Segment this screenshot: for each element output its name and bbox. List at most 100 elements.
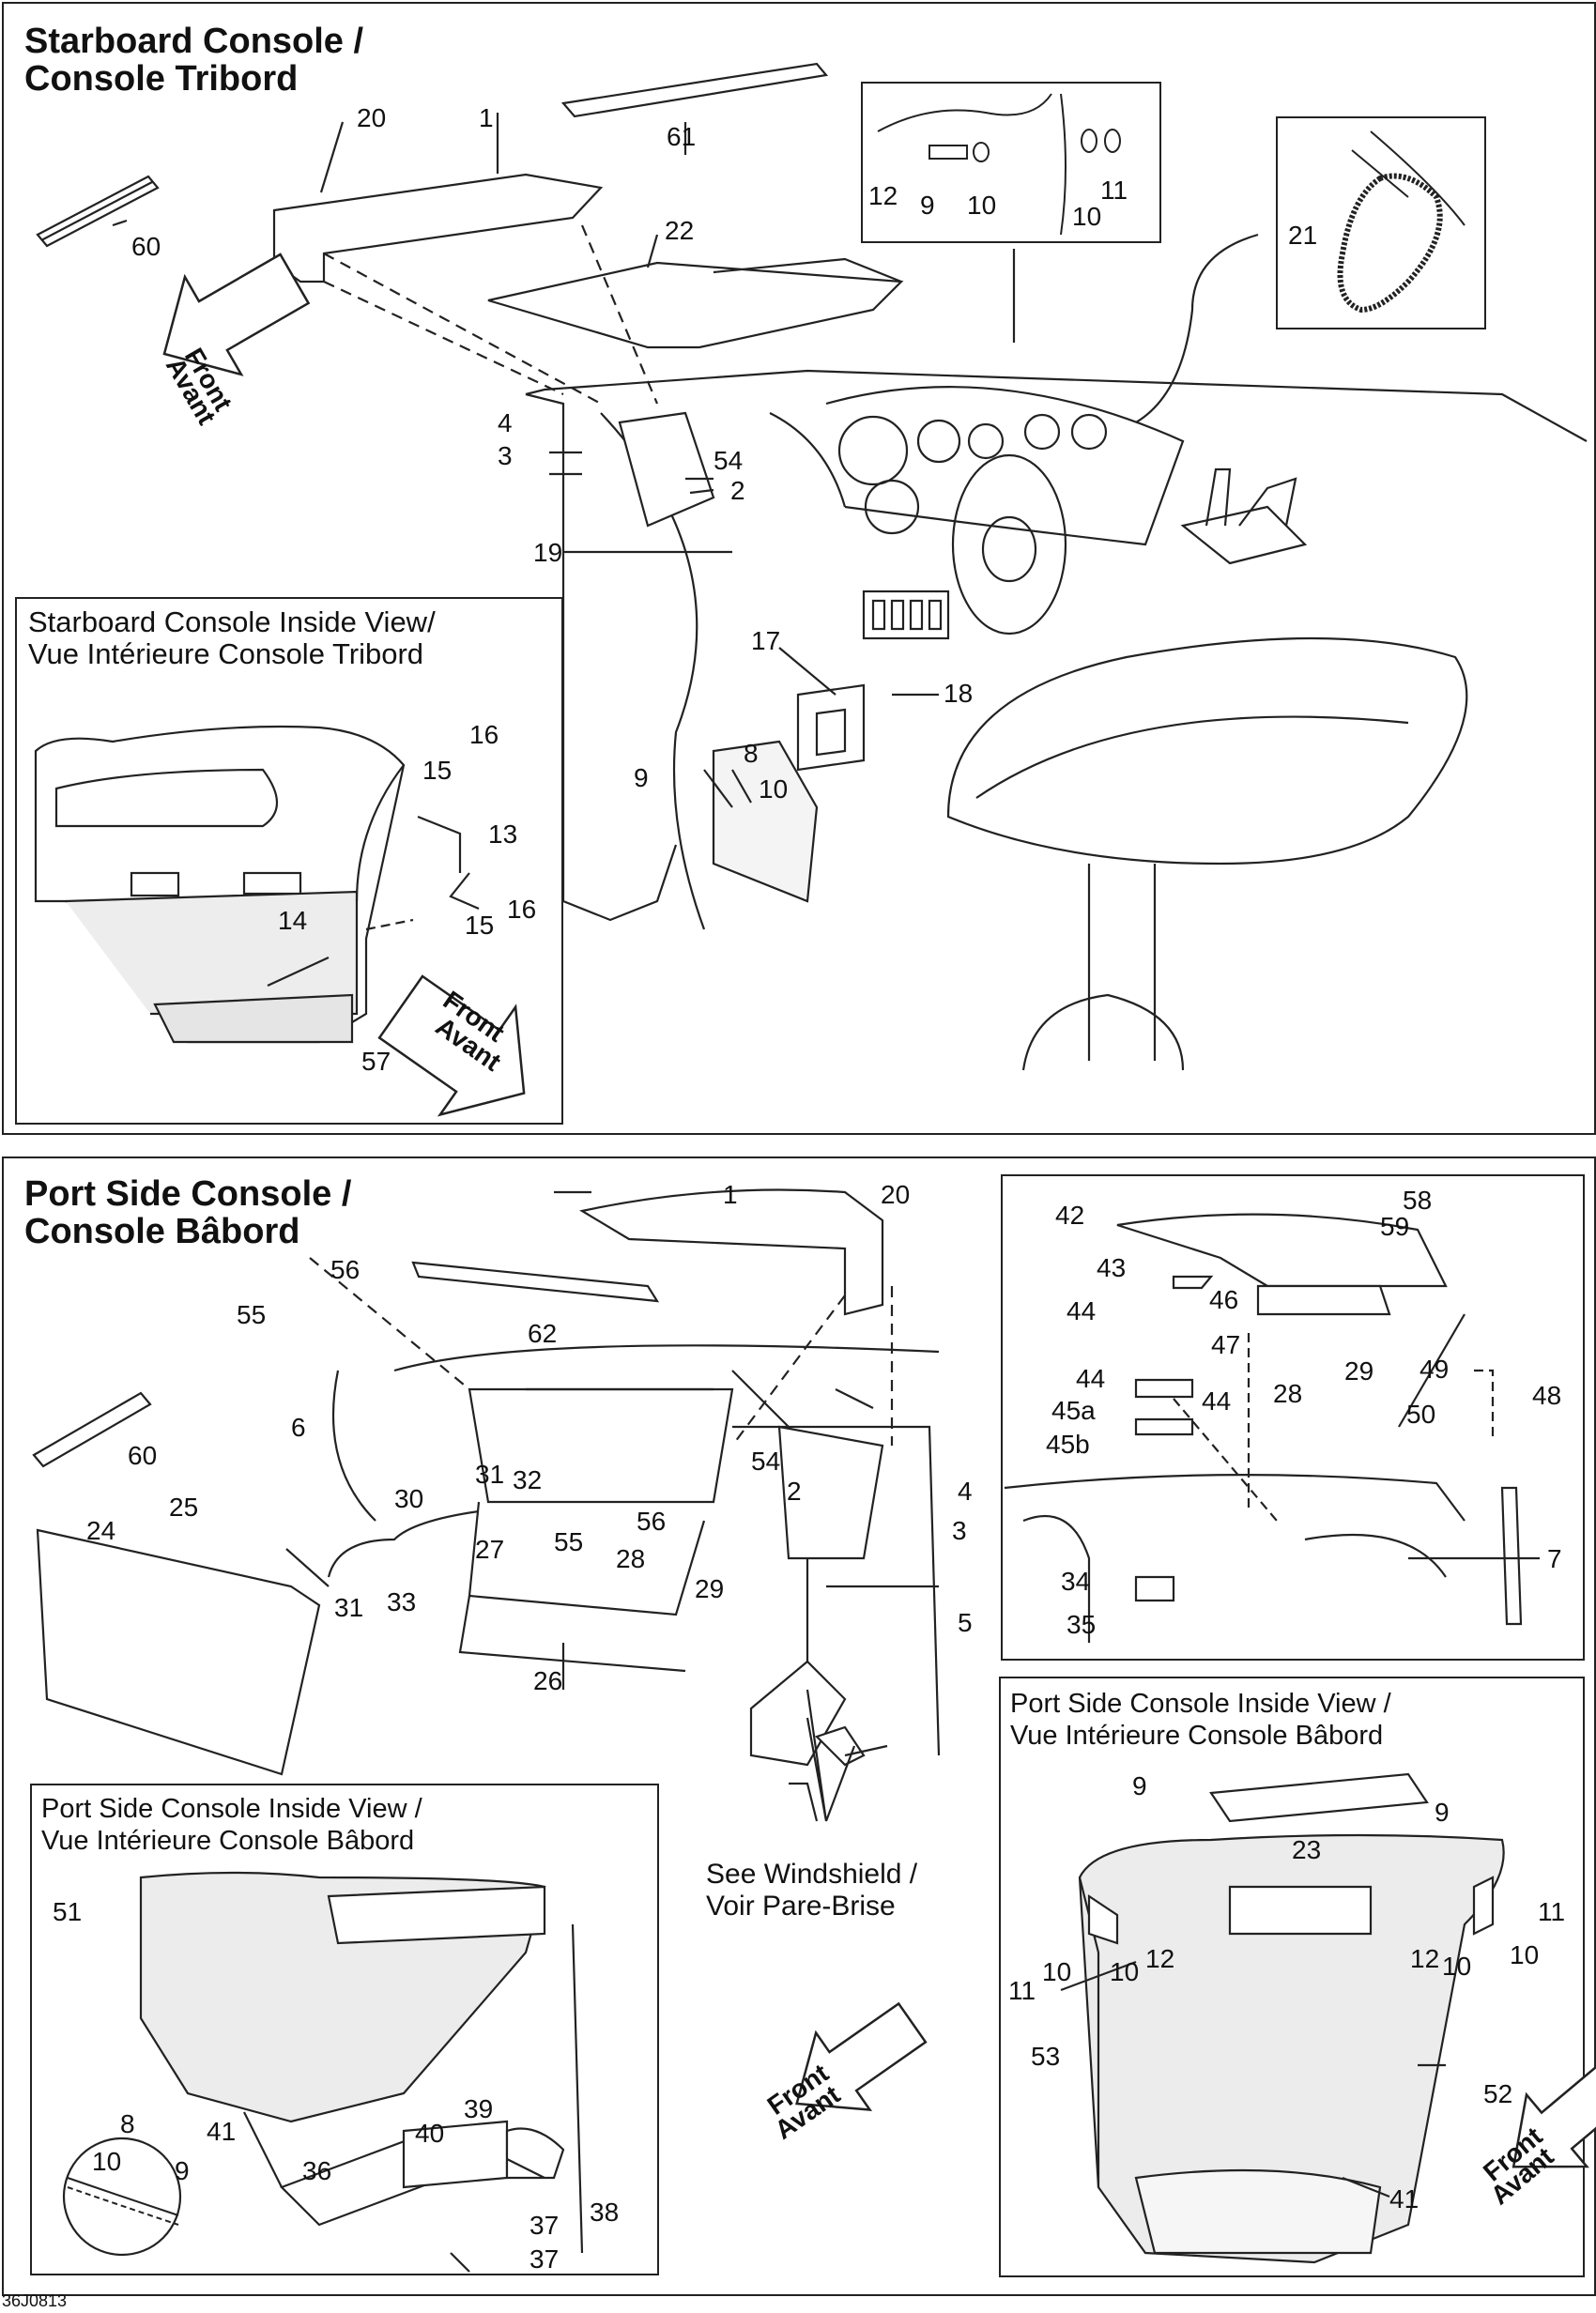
pcallout-23: 23	[1292, 1835, 1321, 1864]
pcallout-54: 54	[751, 1447, 780, 1476]
pcallout-12b: 12	[1410, 1944, 1439, 1973]
port-title-line2: Console Bâbord	[24, 1212, 300, 1251]
callout-1: 1	[479, 103, 494, 132]
pcallout-33: 33	[387, 1587, 416, 1616]
callout-18: 18	[944, 679, 973, 708]
callout-57: 57	[361, 1047, 391, 1076]
port-left-inside-view-subtitle: Vue Intérieure Console Bâbord	[41, 1826, 415, 1856]
pcallout-2: 2	[787, 1477, 802, 1506]
starboard-title-line2: Console Tribord	[24, 59, 299, 99]
callout-54: 54	[714, 446, 743, 475]
pcallout-42: 42	[1055, 1201, 1084, 1230]
starboard-callouts: 20 1 61 60 22 12 9 10 10 11 21 4 3 54 2 …	[131, 103, 1317, 1076]
windshield-note-line2: Voir Pare-Brise	[706, 1891, 896, 1922]
pcallout-49: 49	[1420, 1355, 1449, 1384]
windshield-note-line1: See Windshield /	[706, 1859, 918, 1890]
pcallout-35: 35	[1067, 1610, 1096, 1639]
callout-21: 21	[1288, 221, 1317, 250]
pcallout-44: 44	[1067, 1296, 1096, 1325]
pcallout-36: 36	[302, 2156, 331, 2185]
pcallout-56b: 56	[637, 1507, 666, 1536]
pcallout-43: 43	[1097, 1253, 1126, 1282]
front-arrow-port-right	[1512, 2056, 1596, 2168]
pcallout-28b: 28	[1273, 1379, 1302, 1408]
callout-12: 12	[868, 181, 898, 210]
pcallout-41: 41	[1389, 2184, 1419, 2213]
callout-13: 13	[488, 820, 517, 849]
pcallout-38: 38	[590, 2198, 619, 2227]
pcallout-46: 46	[1209, 1285, 1238, 1314]
port-title-line1: Port Side Console /	[24, 1174, 352, 1214]
port-right-inside-view-subtitle: Vue Intérieure Console Bâbord	[1010, 1721, 1384, 1751]
port-left-inside-view-title: Port Side Console Inside View /	[41, 1794, 422, 1824]
pcallout-37b: 37	[529, 2244, 559, 2274]
pcallout-24: 24	[86, 1516, 115, 1545]
pcallout-25: 25	[169, 1493, 198, 1522]
callout-10c: 10	[759, 774, 788, 804]
callout-16b: 16	[507, 895, 536, 924]
callout-61: 61	[667, 122, 696, 151]
callout-4: 4	[498, 408, 513, 437]
pcallout-56: 56	[330, 1255, 360, 1284]
callout-8: 8	[744, 739, 759, 768]
pcallout-9a: 9	[1132, 1771, 1147, 1800]
pcallout-44b: 44	[1076, 1364, 1105, 1393]
callout-17: 17	[751, 626, 780, 655]
pcallout-52: 52	[1483, 2079, 1512, 2108]
pcallout-6: 6	[291, 1413, 306, 1442]
pcallout-30: 30	[394, 1484, 423, 1513]
starboard-diagram: Front Avant	[36, 62, 1588, 1071]
starboard-title-line1: Starboard Console /	[24, 22, 364, 61]
pcallout-9b: 9	[1435, 1798, 1450, 1827]
pcallout-10d: 10	[1442, 1952, 1471, 1981]
front-arrow-upper	[162, 253, 311, 376]
callout-14: 14	[278, 906, 307, 935]
pcallout-51: 51	[53, 1897, 82, 1926]
front-arrow-lower	[377, 974, 526, 1117]
pcallout-50: 50	[1406, 1400, 1435, 1429]
pcallout-10c: 10	[1510, 1940, 1539, 1969]
pcallout-53: 53	[1031, 2042, 1060, 2071]
pcallout-11b: 11	[1538, 1897, 1565, 1926]
pcallout-59: 59	[1380, 1212, 1409, 1241]
pcallout-39: 39	[464, 2094, 493, 2123]
pcallout-1: 1	[723, 1180, 738, 1209]
callout-9: 9	[920, 191, 935, 220]
callout-19: 19	[533, 538, 562, 567]
pcallout-7: 7	[1547, 1544, 1562, 1573]
pcallout-45a: 45a	[1051, 1396, 1096, 1425]
callout-2: 2	[730, 476, 745, 505]
callout-15a: 15	[422, 756, 452, 785]
pcallout-44c: 44	[1202, 1386, 1231, 1416]
pcallout-34: 34	[1061, 1567, 1090, 1596]
pcallout-28: 28	[616, 1544, 645, 1573]
callout-10b: 10	[1072, 202, 1101, 231]
callout-22: 22	[665, 216, 694, 245]
pcallout-3: 3	[952, 1516, 967, 1545]
pcallout-40: 40	[415, 2119, 444, 2148]
pcallout-31b: 31	[334, 1593, 363, 1622]
pcallout-55: 55	[237, 1300, 266, 1329]
pcallout-41b: 41	[207, 2117, 236, 2146]
pcallout-37: 37	[529, 2211, 559, 2240]
pcallout-58: 58	[1403, 1186, 1432, 1215]
pcallout-29b: 29	[1344, 1356, 1373, 1386]
pcallout-10e: 10	[92, 2147, 121, 2176]
pcallout-4: 4	[958, 1477, 973, 1506]
pcallout-29: 29	[695, 1574, 724, 1603]
pcallout-26: 26	[533, 1666, 562, 1695]
pcallout-60: 60	[128, 1441, 157, 1470]
callout-3: 3	[498, 441, 513, 470]
pcallout-62: 62	[528, 1319, 557, 1348]
callout-60: 60	[131, 232, 161, 261]
pcallout-31: 31	[475, 1460, 504, 1489]
pcallout-12a: 12	[1145, 1944, 1174, 1973]
callout-20: 20	[357, 103, 386, 132]
pcallout-48: 48	[1532, 1381, 1561, 1410]
callout-10a: 10	[967, 191, 996, 220]
port-right-inside-view-title: Port Side Console Inside View /	[1010, 1689, 1391, 1719]
